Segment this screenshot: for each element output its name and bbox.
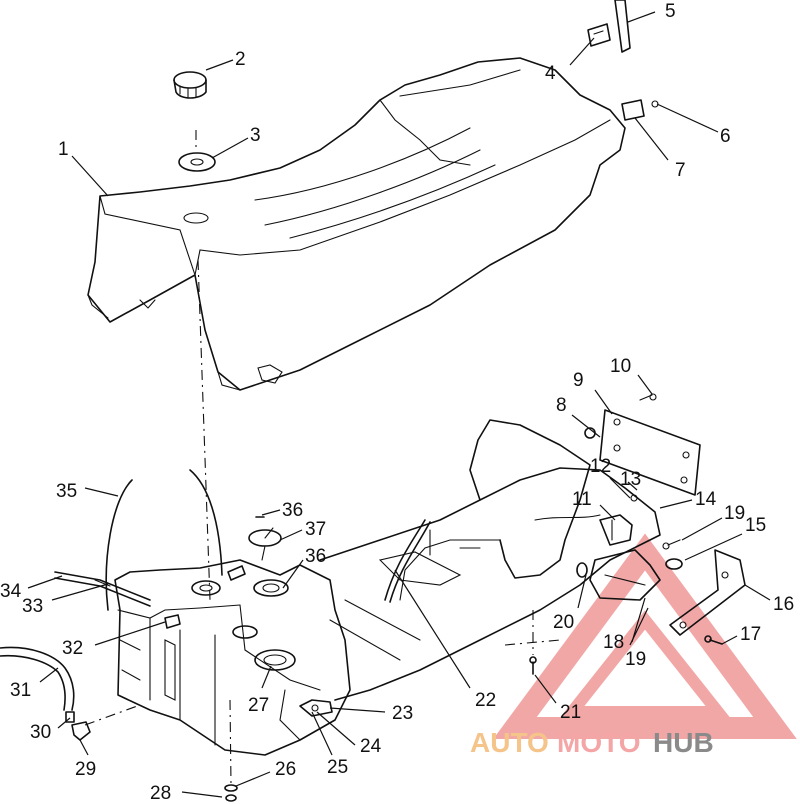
callout-3: 3 (250, 125, 261, 146)
callout-28: 28 (150, 783, 171, 804)
leader-lines (27, 11, 771, 798)
bolt-19 (662, 539, 681, 550)
callout-13: 13 (620, 469, 641, 490)
callout-37: 37 (305, 519, 326, 540)
chassis-frame (319, 419, 661, 701)
alignment-line-drain (229, 699, 232, 786)
fuel-cap-gasket (178, 152, 216, 172)
callout-34: 34 (0, 581, 22, 602)
callout-11: 11 (572, 489, 592, 510)
alignment-line-hose (84, 704, 141, 726)
alignment-line-frame (504, 639, 561, 646)
callout-21: 21 (560, 702, 581, 723)
callout-18: 19 (625, 649, 646, 670)
watermark-text: AUTO MOTO HUB (470, 727, 714, 758)
fuel-tank (114, 559, 351, 756)
callout-19b: 18 (603, 632, 624, 653)
callout-14: 14 (695, 489, 717, 510)
fitting-33 (94, 579, 111, 587)
seat-cover (87, 57, 626, 391)
callout-4: 4 (545, 63, 556, 84)
fuel-line-22 (384, 519, 431, 603)
grommet-24 (311, 704, 319, 712)
outlet-23 (299, 699, 333, 717)
callout-30: 30 (30, 722, 51, 743)
mount-plate-9 (599, 409, 701, 496)
callout-36a: 36 (282, 500, 303, 521)
callout-23: 23 (392, 703, 413, 724)
callout-24: 24 (360, 736, 382, 757)
watermark-brand-hub: HUB (653, 727, 714, 758)
callout-26: 26 (275, 759, 296, 780)
callout-20: 20 (553, 612, 574, 633)
callout-31: 31 (10, 680, 31, 701)
fitting-tube (227, 565, 246, 581)
watermark-brand-auto: AUTO (470, 727, 549, 758)
bolt-10 (639, 393, 657, 401)
callout-10: 10 (610, 356, 631, 377)
fitting-30 (65, 711, 75, 723)
alignment-line-tank (197, 259, 211, 601)
callout-7: 7 (675, 160, 686, 181)
clip-32 (164, 614, 181, 629)
callout-35: 35 (56, 481, 77, 502)
plug-gasket (232, 625, 258, 639)
callout-27: 27 (248, 695, 269, 716)
callout-6: 6 (720, 126, 731, 147)
callout-25: 25 (327, 757, 348, 778)
callout-29: 29 (75, 759, 96, 780)
fuel-gauge-37 (248, 527, 282, 561)
bracket-16 (669, 549, 746, 636)
callout-12: 12 (590, 456, 611, 477)
plate-7 (621, 99, 645, 121)
callout-19a: 19 (724, 503, 745, 524)
vent-tube-34 (54, 571, 151, 607)
callout-9: 9 (573, 370, 584, 391)
bracket-5 (614, 0, 631, 53)
callout-1: 1 (58, 139, 69, 160)
bolt-17 (704, 635, 723, 645)
bushing-15 (665, 558, 683, 570)
bracket-18 (589, 549, 661, 601)
callout-36b: 36 (305, 546, 326, 567)
callout-22: 22 (475, 690, 496, 711)
nut-13 (630, 494, 638, 502)
vent-line-35 (105, 469, 223, 611)
callout-8: 8 (556, 395, 567, 416)
callout-15: 15 (745, 515, 766, 536)
gasket-27 (254, 649, 296, 671)
callout-33: 33 (22, 596, 43, 617)
fuel-hose-31 (0, 646, 75, 711)
fuel-cap (173, 71, 207, 99)
gasket-36-lower (253, 579, 289, 597)
callout-2: 2 (235, 49, 246, 70)
callout-5: 5 (665, 1, 676, 22)
bolt-21 (529, 656, 537, 675)
watermark-brand-moto: MOTO (557, 727, 640, 758)
plate-4 (587, 23, 611, 47)
nut-20 (576, 562, 588, 578)
callout-16: 16 (773, 594, 794, 615)
clamp-29 (71, 721, 91, 741)
callout-17: 17 (740, 624, 761, 645)
callout-32: 32 (62, 638, 83, 659)
washer-26-28 (224, 784, 238, 802)
